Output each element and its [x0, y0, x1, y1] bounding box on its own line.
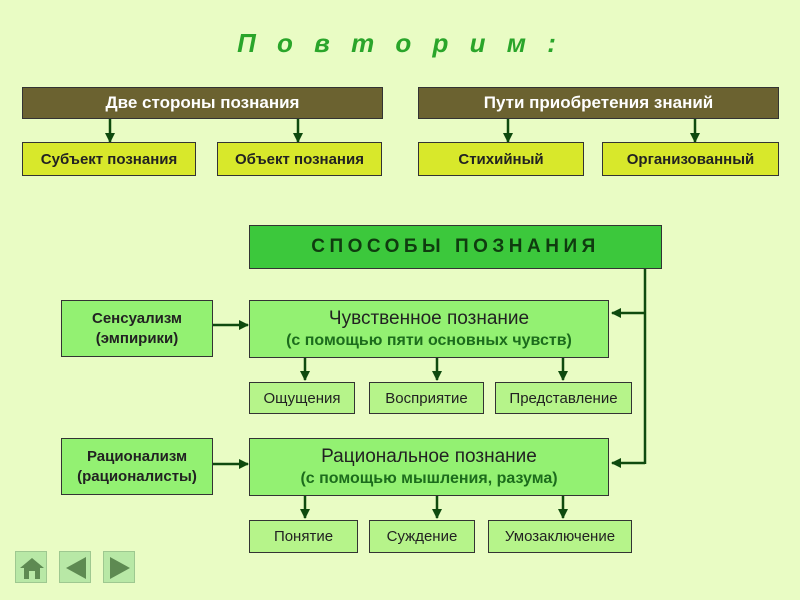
page-title: П о в т о р и м : [237, 28, 563, 58]
sensualism-box: Сенсуализм (эмпирики) [61, 300, 213, 357]
organized-box: Организованный [602, 142, 779, 176]
sensory-knowledge-box: Чувственное познание (с помощью пяти осн… [249, 300, 609, 358]
subject-box: Субъект познания [22, 142, 196, 176]
back-button[interactable] [59, 551, 91, 583]
forward-button[interactable] [103, 551, 135, 583]
home-button[interactable] [15, 551, 47, 583]
sensualism-line2: (эмпирики) [95, 329, 179, 347]
ways-header: Пути приобретения знаний [418, 87, 779, 119]
sensory-subtitle: (с помощью пяти основных чувств) [286, 331, 572, 349]
rationalism-line1: Рационализм [86, 448, 188, 465]
methods-header: СПОСОБЫ ПОЗНАНИЯ [249, 225, 662, 269]
representation-box: Представление [495, 382, 632, 414]
sensation-box: Ощущения [249, 382, 355, 414]
rationalism-box: Рационализм (рационалисты) [61, 438, 213, 495]
two-sides-header: Две стороны познания [22, 87, 383, 119]
rational-title: Рациональное познание [321, 446, 537, 467]
inference-box: Умозаключение [488, 520, 632, 553]
home-icon [20, 558, 44, 579]
concept-box: Понятие [249, 520, 358, 553]
left-arrow-icon [66, 557, 86, 579]
rationalism-line2: (рационалисты) [77, 467, 197, 485]
object-box: Объект познания [217, 142, 382, 176]
judgment-box: Суждение [369, 520, 475, 553]
spontaneous-box: Стихийный [418, 142, 584, 176]
perception-box: Восприятие [369, 382, 484, 414]
right-arrow-icon [110, 557, 130, 579]
rational-knowledge-box: Рациональное познание (с помощью мышлени… [249, 438, 609, 496]
rational-subtitle: (с помощью мышления, разума) [300, 469, 558, 487]
sensory-title: Чувственное познание [328, 308, 530, 329]
sensualism-line1: Сенсуализм [92, 310, 182, 327]
